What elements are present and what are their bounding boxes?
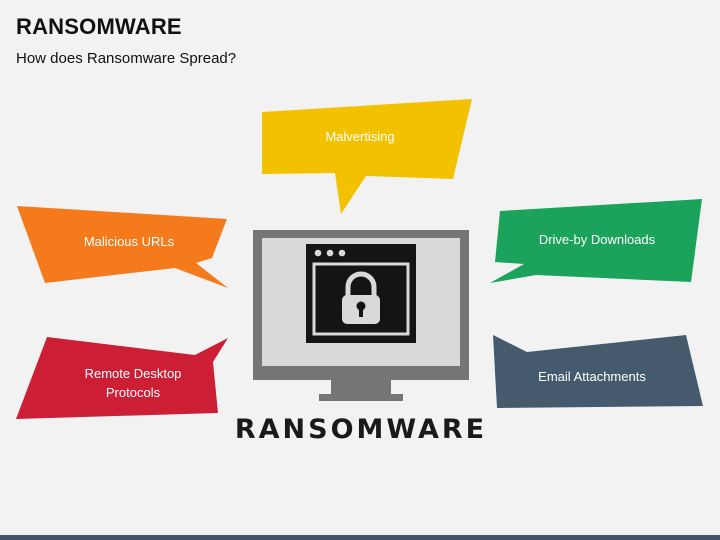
bubble-malvertising: Malvertising <box>262 99 472 214</box>
monitor-neck <box>331 380 391 394</box>
bubble-remote-desktop-label-line2: Protocols <box>106 385 161 400</box>
monitor-base <box>319 394 403 401</box>
bubble-drive-by-downloads: Drive-by Downloads <box>490 199 702 283</box>
bubble-malicious-urls: Malicious URLs <box>17 206 228 288</box>
monitor <box>253 230 469 401</box>
padlock-window-icon <box>306 244 416 343</box>
bubble-malicious-urls-label: Malicious URLs <box>84 234 175 249</box>
bubble-remote-desktop-label-line1: Remote Desktop <box>85 366 182 381</box>
bubble-drive-by-downloads-shape <box>490 199 702 283</box>
bubble-email-attachments-shape <box>493 335 703 408</box>
bubble-email-attachments-label: Email Attachments <box>538 369 646 384</box>
page-title: RANSOMWARE <box>16 14 182 39</box>
page-subtitle: How does Ransomware Spread? <box>16 50 237 67</box>
center-label: RANSOMWARE <box>235 414 487 445</box>
bubble-email-attachments: Email Attachments <box>493 335 703 408</box>
bubble-remote-desktop: Remote Desktop Protocols <box>16 337 228 419</box>
bubble-malvertising-shape <box>262 99 472 214</box>
bubble-malicious-urls-shape <box>17 206 228 288</box>
bubble-remote-desktop-shape <box>16 337 228 419</box>
bubble-drive-by-downloads-label: Drive-by Downloads <box>539 232 656 247</box>
footer-bar <box>0 535 720 540</box>
bubble-malvertising-label: Malvertising <box>325 129 394 144</box>
